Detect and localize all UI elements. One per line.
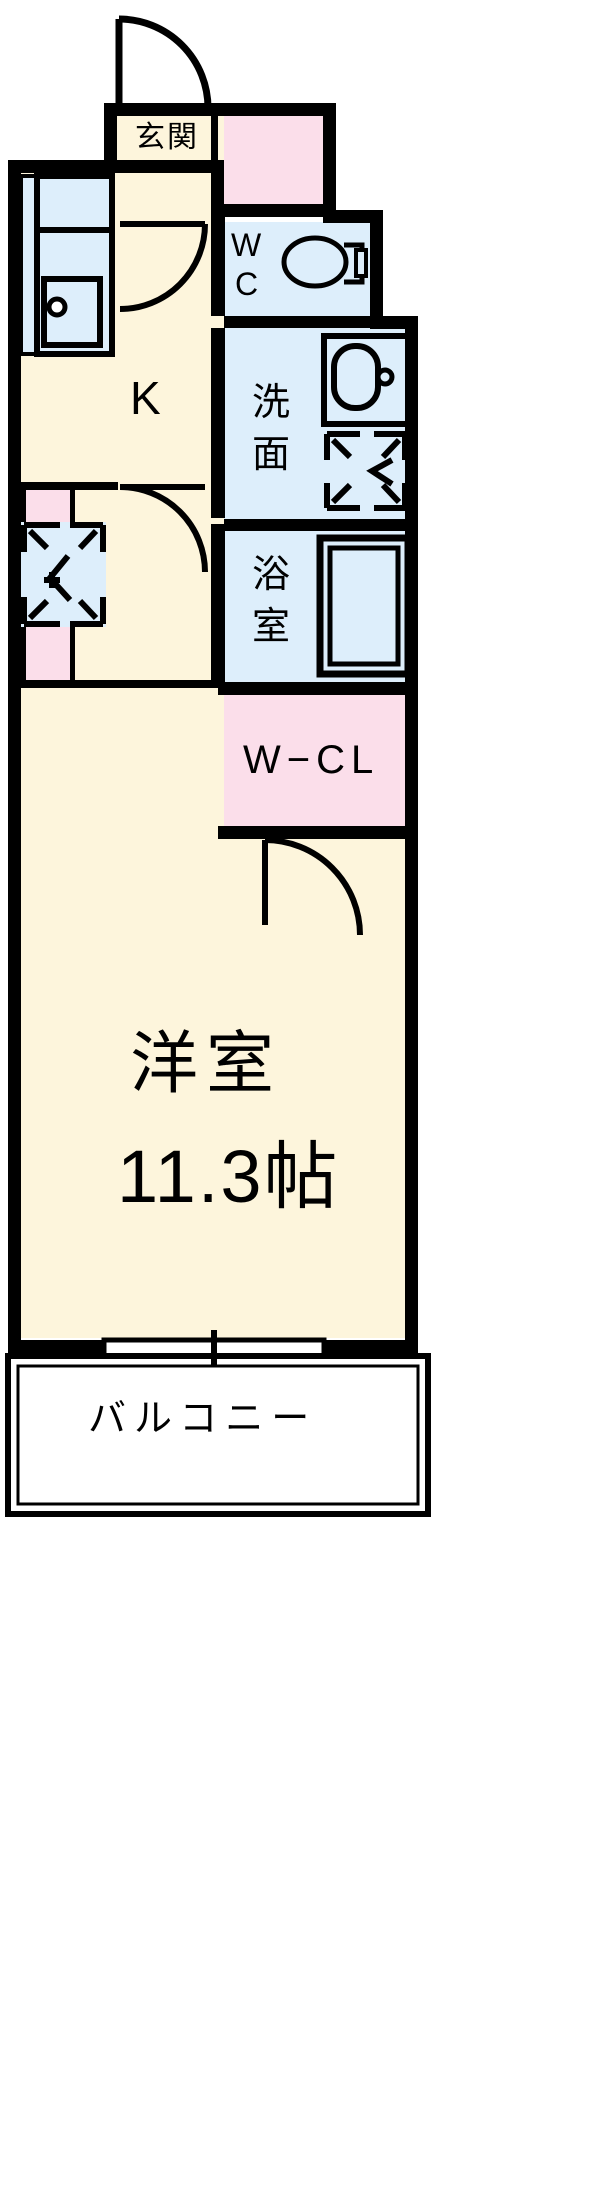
washing-machine-space-marker bbox=[324, 431, 408, 511]
window-left-upper bbox=[8, 680, 21, 688]
wcl-door-swing bbox=[262, 837, 363, 936]
label-genkan: 玄関 bbox=[135, 121, 199, 154]
label-main-room-size: 11.3帖 bbox=[117, 1135, 340, 1218]
wcl-floor bbox=[224, 694, 418, 832]
balcony-floor bbox=[8, 1352, 428, 1512]
entrance-door-swing bbox=[115, 15, 212, 109]
label-kitchen: K bbox=[130, 372, 161, 424]
kitchen-sink-counter bbox=[19, 173, 115, 357]
shoebox-floor bbox=[224, 110, 336, 210]
label-balcony: バルコニー bbox=[88, 1398, 318, 1440]
wc-door-swing bbox=[119, 484, 208, 573]
genkan-floor bbox=[104, 110, 224, 166]
refrigerator-space-marker bbox=[21, 522, 106, 627]
toilet-bowl bbox=[281, 235, 368, 289]
walls bbox=[8, 103, 418, 1356]
label-senmen-line1: 洗 bbox=[252, 382, 291, 424]
balcony-outline bbox=[5, 1353, 431, 1517]
label-main-room: 洋室 bbox=[130, 1026, 283, 1102]
vanity-mirror-sink bbox=[321, 333, 411, 427]
label-yokushitsu-line2: 室 bbox=[252, 606, 291, 648]
kitchen-door-swing bbox=[119, 221, 208, 312]
window-kitchen-left bbox=[8, 488, 60, 588]
label-wc-line1: W bbox=[231, 227, 262, 263]
label-wc-line2: C bbox=[235, 266, 259, 302]
label-walkin-closet: W−CL bbox=[243, 738, 380, 782]
bathtub bbox=[316, 534, 412, 678]
label-yokushitsu-line1: 浴 bbox=[252, 554, 291, 596]
label-senmen-line2: 面 bbox=[252, 434, 291, 476]
